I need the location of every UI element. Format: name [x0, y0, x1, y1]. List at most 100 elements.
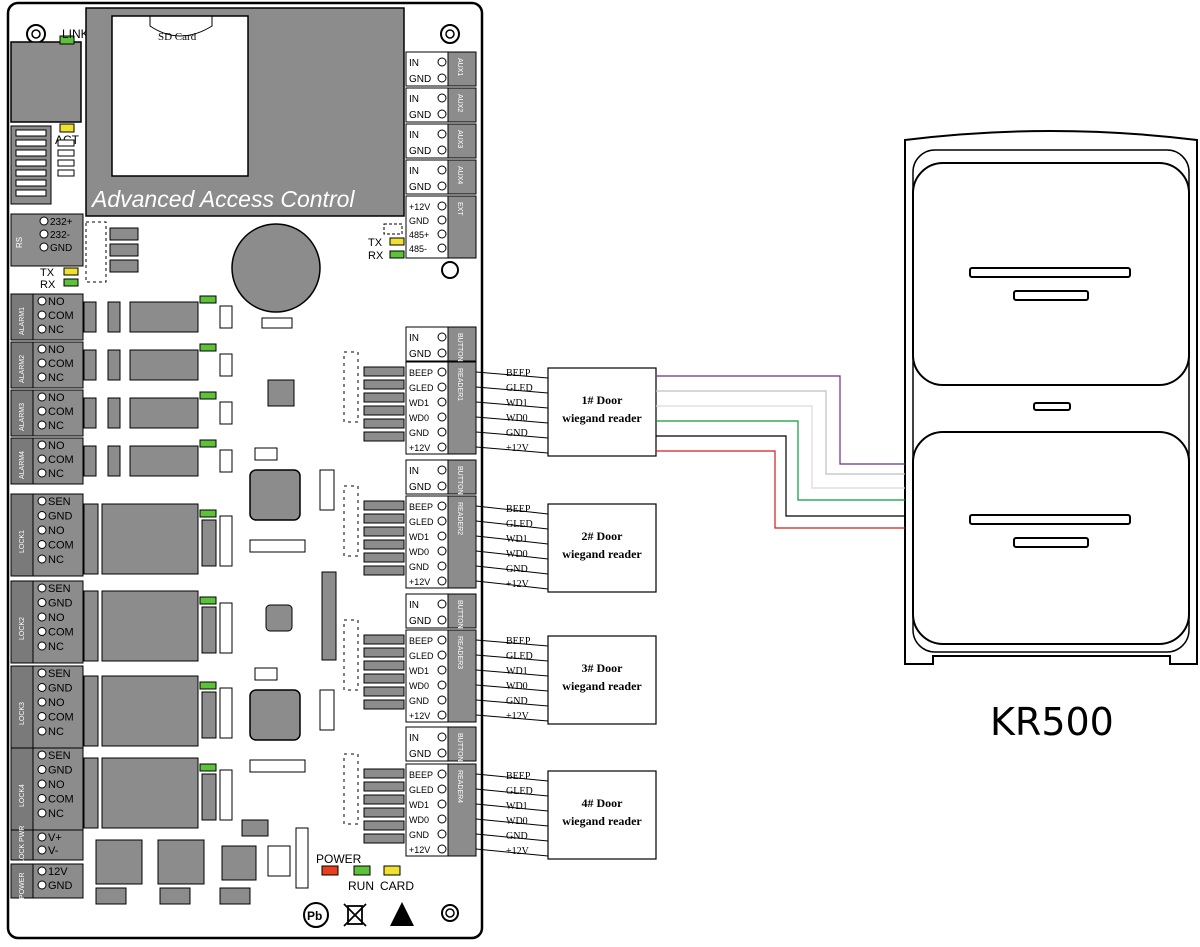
- terminal-screw: [37, 358, 47, 368]
- door-reader-box-4: [547, 770, 657, 860]
- rx-led-left: [63, 278, 79, 287]
- reader-protection: [363, 565, 405, 576]
- lock-relay: [101, 590, 199, 662]
- terminal-screw: [37, 344, 47, 354]
- reader-protection: [363, 526, 405, 537]
- alarm-3-terminal-label: NC: [48, 420, 64, 432]
- crystal: [267, 379, 295, 407]
- terminal-screw: [37, 406, 47, 416]
- reader-protection: [363, 500, 405, 511]
- wire-label: GND: [506, 428, 528, 439]
- board-components: [83, 295, 337, 905]
- door-reader-box-2: [547, 503, 657, 593]
- reader-4-side-strip: [447, 763, 477, 857]
- terminal-screw: [437, 814, 447, 824]
- terminal-screw: [437, 769, 447, 779]
- terminal-screw: [437, 680, 447, 690]
- terminal-screw: [37, 845, 47, 855]
- terminal-screw: [37, 324, 47, 334]
- button-4-side-label: BUTTON4: [456, 733, 463, 766]
- alarm-3-terminal-label: COM: [48, 406, 74, 418]
- alarm-1-side-label: ALARM1: [19, 307, 26, 335]
- reader-4-terminal-label: WD0: [409, 815, 429, 825]
- reader-protection: [363, 513, 405, 524]
- lock-4-terminal-label: NC: [48, 808, 64, 820]
- sd-card-label: SD Card: [158, 31, 197, 43]
- wire-label: BEEP: [506, 771, 531, 782]
- reader-3-side-label: READER3: [456, 636, 463, 669]
- wire-label: GND: [506, 696, 528, 707]
- alarm-3-terminal-label: NO: [48, 392, 65, 404]
- card-led: [383, 865, 401, 876]
- reader-protection: [363, 634, 405, 645]
- terminal-screw: [437, 650, 447, 660]
- reader-wire: [475, 803, 549, 812]
- reader-wire: [475, 580, 549, 590]
- aux-4-side-label: AUX4: [456, 166, 463, 184]
- aux-1-side-strip: [447, 51, 477, 87]
- reader-2-terminal-label: GLED: [409, 517, 434, 527]
- button-4-side-strip: [447, 726, 477, 762]
- reader-3-side-strip: [447, 629, 477, 723]
- relay-led: [199, 596, 217, 605]
- pb-free-text: Pb: [307, 909, 322, 923]
- ext-terminal-label: +12V: [409, 202, 430, 212]
- transistor: [201, 691, 217, 739]
- reader-wire: [475, 654, 549, 662]
- terminal-screw: [437, 799, 447, 809]
- aux-1-side-label: AUX1: [456, 58, 463, 76]
- alarm-2-terminal-label: NO: [48, 344, 65, 356]
- terminal-screw: [437, 615, 447, 625]
- rs232-terminals: 232+232-GND: [39, 216, 73, 254]
- alarm-1-terminal-label: COM: [48, 310, 74, 322]
- lock-2-terminal-label: SEN: [48, 583, 71, 595]
- lock-relay: [101, 675, 199, 747]
- diode: [107, 445, 121, 477]
- microcontroller-chip: [249, 689, 301, 741]
- alarm-4-side-strip: [10, 437, 34, 485]
- reader-wire: [475, 505, 549, 515]
- reader-3-terminal-label: +12V: [409, 711, 430, 721]
- lock-relay: [101, 757, 199, 829]
- lock-3-terminal-label: COM: [48, 712, 74, 724]
- diode: [107, 349, 121, 381]
- chip-pins: [267, 845, 291, 877]
- alarm-2-terminal-label: COM: [48, 358, 74, 370]
- reader-wire: [475, 848, 549, 857]
- reader-wire: [475, 639, 549, 647]
- terminal-screw: [39, 216, 49, 226]
- left-terminal-blocks: ALARM1NOCOMNCALARM2NOCOMNCALARM3NOCOMNCA…: [10, 293, 84, 899]
- button-2-terminal-label: GND: [409, 482, 431, 493]
- reader-4-terminal-label: WD1: [409, 800, 429, 810]
- terminal-screw: [437, 181, 447, 191]
- button-3-side-label: BUTTON3: [456, 600, 463, 633]
- tx-label-left: TX: [40, 267, 55, 279]
- lock-2-terminal-label: NO: [48, 612, 65, 624]
- power-regulator: [221, 845, 257, 881]
- terminal-screw: [37, 750, 47, 760]
- button-1-terminal-label: GND: [409, 349, 431, 360]
- button-2-terminal-label: IN: [409, 466, 419, 477]
- reader-2-terminal-label: GND: [409, 562, 430, 572]
- diode: [83, 503, 99, 575]
- lock-1-terminal-label: NC: [48, 554, 64, 566]
- reader-protection: [363, 673, 405, 684]
- kr500-label: KR500: [990, 700, 1114, 744]
- alarm-1-terminal-label: NC: [48, 324, 64, 336]
- terminal-screw: [437, 546, 447, 556]
- lock-relay: [101, 503, 199, 575]
- lock-1-side-strip: [10, 493, 34, 577]
- kr500-wire: [656, 405, 905, 489]
- reader-protection: [363, 807, 405, 818]
- terminal-screw: [437, 576, 447, 586]
- run-label: RUN: [348, 879, 374, 893]
- reader-protection: [363, 392, 405, 403]
- reader-protection: [363, 552, 405, 563]
- terminal-screw: [437, 665, 447, 675]
- lock-4-terminal-label: GND: [48, 765, 73, 777]
- terminal-screw: [37, 832, 47, 842]
- wire-label: WD1: [506, 398, 528, 409]
- terminal-screw: [437, 165, 447, 175]
- capacitor: [241, 819, 269, 837]
- smd-part: [219, 887, 251, 905]
